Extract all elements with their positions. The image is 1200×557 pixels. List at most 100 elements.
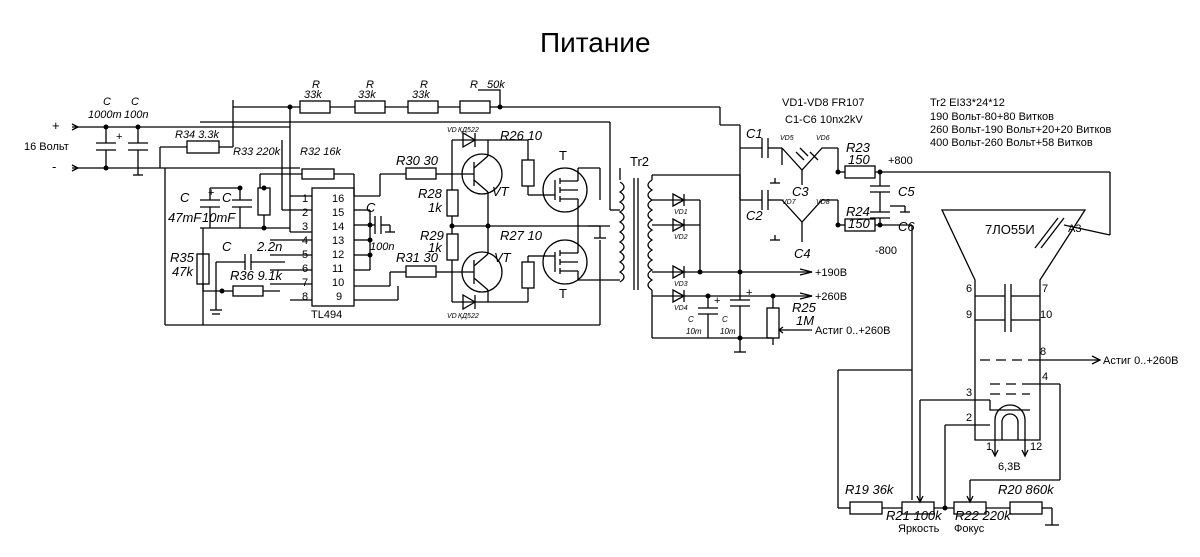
lvcap1-value: 10m [686, 327, 702, 336]
r25-value: 1M [796, 313, 814, 328]
mult-vd7: VD7 [782, 199, 797, 206]
c22-name: C [222, 239, 232, 254]
ic-pin-3: 3 [302, 221, 308, 233]
vd2-label: VD2 [674, 234, 688, 241]
divider-chain: R19 36k R21 100k Яркость R22 220k Фокус … [837, 369, 1060, 535]
ic-pin-16: 16 [332, 193, 344, 205]
c10-name: C [222, 190, 232, 205]
caps-47-10: C 47mF C 10mF + [168, 174, 290, 325]
resistor-r35: R35 47k [170, 250, 222, 292]
ic-tl494: TL494 1 2 3 4 5 6 7 8 16 15 14 13 12 11 … [270, 140, 398, 321]
note-caps: C1-C6 10nx2kV [785, 114, 863, 126]
mult-c5: C5 [898, 184, 915, 199]
r33-label: R33 220k [233, 146, 281, 158]
crt-name: 7ЛО55И [985, 222, 1035, 237]
crt-pin-2: 2 [966, 412, 972, 424]
vd4-label: VD4 [674, 305, 688, 312]
timing-components: C 2.2n R36 9.1k [210, 239, 285, 315]
r-chain-2-value: 33k [358, 89, 376, 101]
ic-pin-1: 1 [302, 193, 308, 205]
transistor-vt-top: VT [452, 140, 510, 226]
vd-bottom-type: КД522 [458, 313, 479, 320]
transformer-spec: Tr2 EI33*24*12 190 Вольт-80+80 Витков 26… [930, 97, 1112, 149]
r-chain-1-name: R [312, 79, 320, 91]
crt-pin-4: 4 [1042, 371, 1048, 383]
plus-label: + [52, 118, 60, 133]
vd-top-type: КД522 [458, 127, 479, 134]
r31-label: R31 30 [396, 250, 439, 265]
resistor-r27: R27 10 [500, 228, 543, 303]
tr-spec-0: Tr2 EI33*24*12 [930, 97, 1005, 109]
mult-r24-value: 150 [848, 216, 870, 231]
r-chain-4-name: R [470, 79, 478, 91]
mult-vd5: VD5 [780, 135, 794, 142]
r29-name: R29 [420, 228, 444, 243]
diode-vd-bottom: VD КД522 [447, 272, 500, 320]
crt-heater: 6,3В [998, 461, 1021, 473]
c47-name: C [180, 190, 190, 205]
r32-label: R32 16k [300, 146, 341, 158]
mult-c4: C4 [794, 246, 811, 261]
svg-text:+: + [116, 131, 122, 143]
vd1-label: VD1 [674, 209, 688, 216]
top-resistor-chain: R 33k R 33k R 33k R 50k [233, 79, 721, 125]
svg-text:+: + [208, 187, 214, 199]
mult-m800: -800 [875, 245, 897, 257]
c10-value: 10mF [202, 210, 236, 225]
output-260v: +260В [815, 291, 847, 303]
crt-pin-6: 6 [966, 283, 972, 295]
tr-spec-2: 260 Вольт-190 Вольт+20+20 Витков [930, 124, 1112, 136]
ic-pin-4: 4 [302, 235, 308, 247]
ic-pin-15: 15 [332, 207, 344, 219]
r22-label: R22 220k [955, 508, 1012, 523]
mult-c2: C2 [746, 208, 763, 223]
focus-label: Фокус [954, 523, 985, 535]
c47-value: 47mF [168, 210, 202, 225]
r-chain-2-name: R [366, 79, 374, 91]
mosfet-top: T [540, 148, 601, 226]
mult-c1: C1 [746, 126, 763, 141]
mult-c3: C3 [792, 184, 809, 199]
lvcap2-value: 10m [720, 327, 736, 336]
ic-pin-8: 8 [302, 291, 308, 303]
cap-c2-value: 100n [124, 109, 148, 121]
ic-pin-13: 13 [332, 235, 344, 247]
ic-pin-6: 6 [302, 263, 308, 275]
vd-top-name: VD [447, 127, 457, 134]
mult-p800: +800 [888, 155, 913, 167]
crt-pin-3: 3 [966, 387, 972, 399]
r30-label: R30 30 [396, 153, 439, 168]
r28-value: 1k [428, 200, 443, 215]
crt-tube: 7ЛО55И A3 6 7 9 10 8 Астиг 0..+260В 4 3 [919, 172, 1178, 500]
vt-bottom-label: VT [494, 250, 512, 265]
svg-text:+: + [714, 295, 720, 307]
astig-left-label: Астиг 0..+260В [815, 325, 890, 337]
r35-name: R35 [170, 250, 195, 265]
ic-pin-7: 7 [302, 277, 308, 289]
vd3-label: VD3 [674, 281, 688, 288]
cap-c-label: C [103, 96, 111, 108]
ic-pin-9: 9 [336, 291, 342, 303]
resistor-r25: R25 1M Астиг 0..+260В [766, 296, 890, 339]
minus-label: - [52, 159, 56, 174]
gate-resistors: R30 30 R31 30 [379, 153, 452, 300]
lvcap2-name: C [722, 315, 728, 324]
mosfet-bottom-label: T [559, 286, 567, 301]
diode-vd-top: VD КД522 [447, 127, 500, 174]
mult-vd6: VD6 [816, 135, 830, 142]
crt-pin-9: 9 [966, 309, 972, 321]
output-190v: +190В [815, 267, 847, 279]
r20-label: R20 860k [998, 482, 1055, 497]
note-vd: VD1-VD8 FR107 [782, 97, 865, 109]
ic-name: TL494 [311, 309, 342, 321]
brightness-label: Яркость [898, 523, 940, 535]
vd-bottom-name: VD [447, 313, 457, 320]
page-title: Питание [540, 27, 651, 58]
tr2-label: Tr2 [630, 154, 649, 169]
tr-spec-3: 400 Вольт-260 Вольт+58 Витков [930, 137, 1093, 149]
crt-pin-1: 1 [986, 441, 992, 453]
mult-r23-name: R23 [846, 140, 871, 155]
mosfet-bottom: T [540, 226, 620, 301]
vt-top-label: VT [492, 184, 510, 199]
r25-name: R25 [792, 300, 817, 315]
